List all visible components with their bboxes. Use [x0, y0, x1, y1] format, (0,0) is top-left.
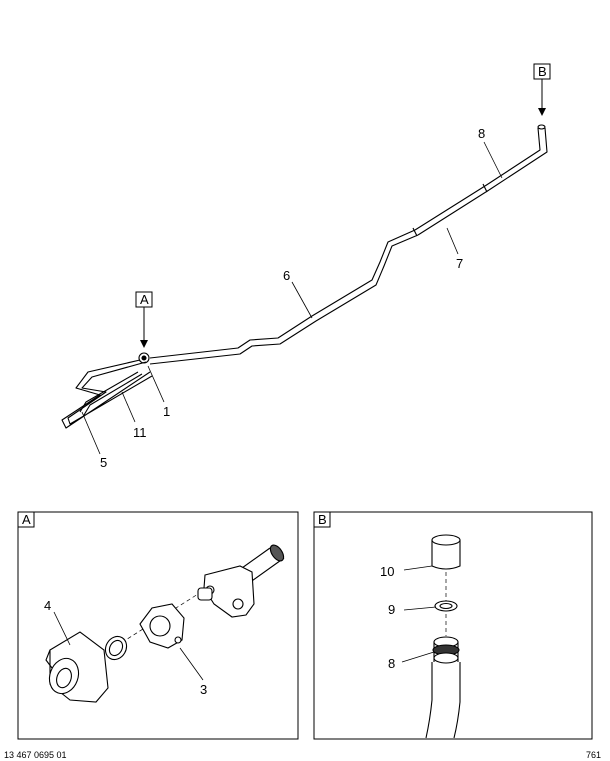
cap-10	[431, 540, 461, 570]
callout-8-detail: 8	[388, 656, 395, 671]
callout-7: 7	[456, 256, 463, 271]
callout-4: 4	[44, 598, 51, 613]
callout-6: 6	[283, 268, 290, 283]
tube-8-end	[537, 124, 546, 130]
callout-leaders	[81, 141, 503, 455]
view-b-marker: B	[538, 64, 547, 79]
detail-a-label: A	[22, 512, 31, 527]
callout-9: 9	[388, 602, 395, 617]
tube-8	[484, 127, 548, 191]
callout-5: 5	[100, 455, 107, 470]
tube-6	[149, 229, 419, 365]
footer-page-ref: 761	[586, 750, 601, 760]
view-a-marker: A	[140, 292, 149, 307]
callout-11: 11	[133, 425, 147, 440]
callout-1: 1	[163, 404, 170, 419]
detail-panel-a	[17, 511, 299, 740]
footer-doc-id: 13 467 0695 01	[4, 750, 67, 760]
tube-7	[414, 185, 490, 236]
detail-panel-b	[313, 511, 593, 740]
detail-b-parts	[425, 534, 461, 739]
tube-5	[79, 371, 143, 416]
tube-assembly	[61, 124, 548, 429]
detail-b-label: B	[318, 512, 327, 527]
callout-8: 8	[478, 126, 485, 141]
hose-8	[425, 662, 461, 739]
callout-10: 10	[380, 564, 394, 579]
tube-11	[61, 359, 153, 429]
detail-a-parts	[45, 544, 285, 703]
callout-3: 3	[200, 682, 207, 697]
